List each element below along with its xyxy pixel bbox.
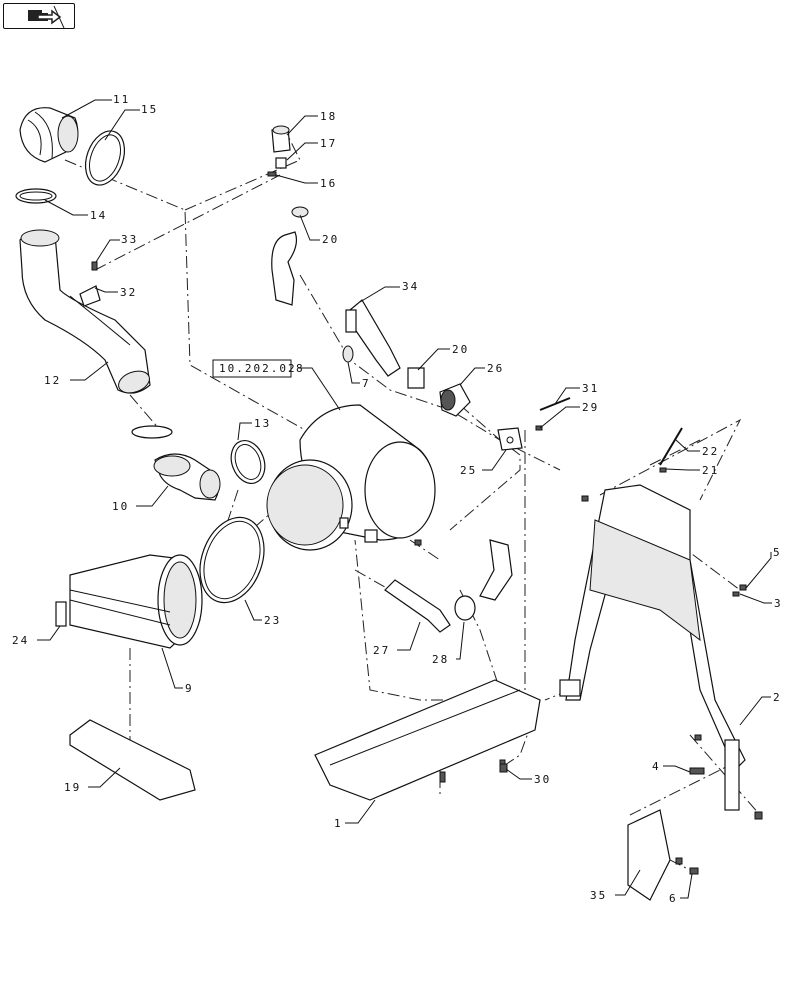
part-12-intake-tube — [19, 229, 151, 394]
part-33-32-bracket — [79, 261, 101, 307]
part-4-bolt — [689, 767, 705, 775]
callout-4: 4 — [652, 760, 661, 773]
callout-26: 26 — [487, 362, 504, 375]
part-17-fitting — [275, 157, 287, 169]
callout-29: 29 — [582, 401, 599, 414]
part-2-frame — [559, 484, 746, 811]
callout-18: 18 — [320, 110, 337, 123]
callout-33: 33 — [121, 233, 138, 246]
part-34-pipe — [345, 299, 401, 377]
part-10-elbow — [153, 453, 221, 501]
callout-1: 1 — [334, 817, 343, 830]
leader-lines — [37, 99, 772, 899]
callout-5: 5 — [773, 546, 782, 559]
callout-8: 8 — [296, 362, 305, 375]
callout-12: 12 — [44, 374, 61, 387]
callout-27: 27 — [373, 644, 390, 657]
part-hose-upper — [479, 539, 513, 601]
part-16-screw — [267, 171, 277, 177]
callout-35: 35 — [590, 889, 607, 902]
next-page-button[interactable] — [3, 3, 75, 29]
part-7-clamp — [342, 345, 354, 363]
callout-32: 32 — [120, 286, 137, 299]
part-clamp-small — [131, 425, 173, 439]
part-20-hose — [271, 206, 309, 306]
callout-20b: 20 — [452, 343, 469, 356]
part-25-bracket — [497, 427, 523, 451]
callout-3: 3 — [774, 597, 783, 610]
part-5-3-bolts — [732, 584, 747, 597]
part-30-bolt — [499, 763, 508, 773]
callout-20a: 20 — [322, 233, 339, 246]
callout-10: 10 — [112, 500, 129, 513]
callout-7: 7 — [362, 377, 371, 390]
part-35-shield — [627, 809, 671, 901]
misc-fasteners — [414, 495, 763, 865]
part-1-base-plate — [314, 679, 541, 801]
reference-link-box[interactable]: 10.202.02 — [212, 359, 297, 378]
next-page-arrow-icon — [28, 5, 65, 29]
part-14-clamp — [15, 188, 57, 204]
callout-19: 19 — [64, 781, 81, 794]
callout-22: 22 — [702, 445, 719, 458]
part-19-tray — [69, 719, 196, 801]
part-26-valve — [439, 383, 471, 417]
callout-30: 30 — [534, 773, 551, 786]
callout-16: 16 — [320, 177, 337, 190]
part-8-air-cleaner — [266, 404, 436, 551]
part-28-clamp — [454, 595, 476, 621]
part-24-tab — [55, 601, 67, 627]
part-18-cap — [271, 125, 291, 153]
callout-34: 34 — [402, 280, 419, 293]
callout-13: 13 — [254, 417, 271, 430]
callout-17: 17 — [320, 137, 337, 150]
part-27-hose — [384, 579, 451, 633]
part-6-bolt — [689, 867, 699, 875]
part-11-elbow-cap — [19, 107, 79, 163]
callout-14: 14 — [90, 209, 107, 222]
callout-2: 2 — [773, 691, 782, 704]
callout-11: 11 — [113, 93, 130, 106]
callout-9: 9 — [185, 682, 194, 695]
part-20b-connector — [407, 367, 425, 389]
part-13-clamp — [230, 440, 266, 484]
part-23-clamp — [199, 516, 265, 604]
callout-31: 31 — [582, 382, 599, 395]
part-31-29-bolts — [535, 397, 571, 431]
callout-21: 21 — [702, 464, 719, 477]
callout-25: 25 — [460, 464, 477, 477]
reference-code: 10.202.02 — [219, 362, 297, 375]
callout-15: 15 — [141, 103, 158, 116]
callout-23: 23 — [264, 614, 281, 627]
callout-24: 24 — [12, 634, 29, 647]
part-22-21-bolts — [659, 427, 683, 473]
callout-labels: 11 15 14 33 32 12 18 17 16 20 34 20 7 26… — [12, 93, 783, 905]
callout-28: 28 — [432, 653, 449, 666]
part-15-clamp — [84, 130, 126, 186]
part-9-precleaner — [69, 554, 203, 649]
callout-6: 6 — [669, 892, 678, 905]
